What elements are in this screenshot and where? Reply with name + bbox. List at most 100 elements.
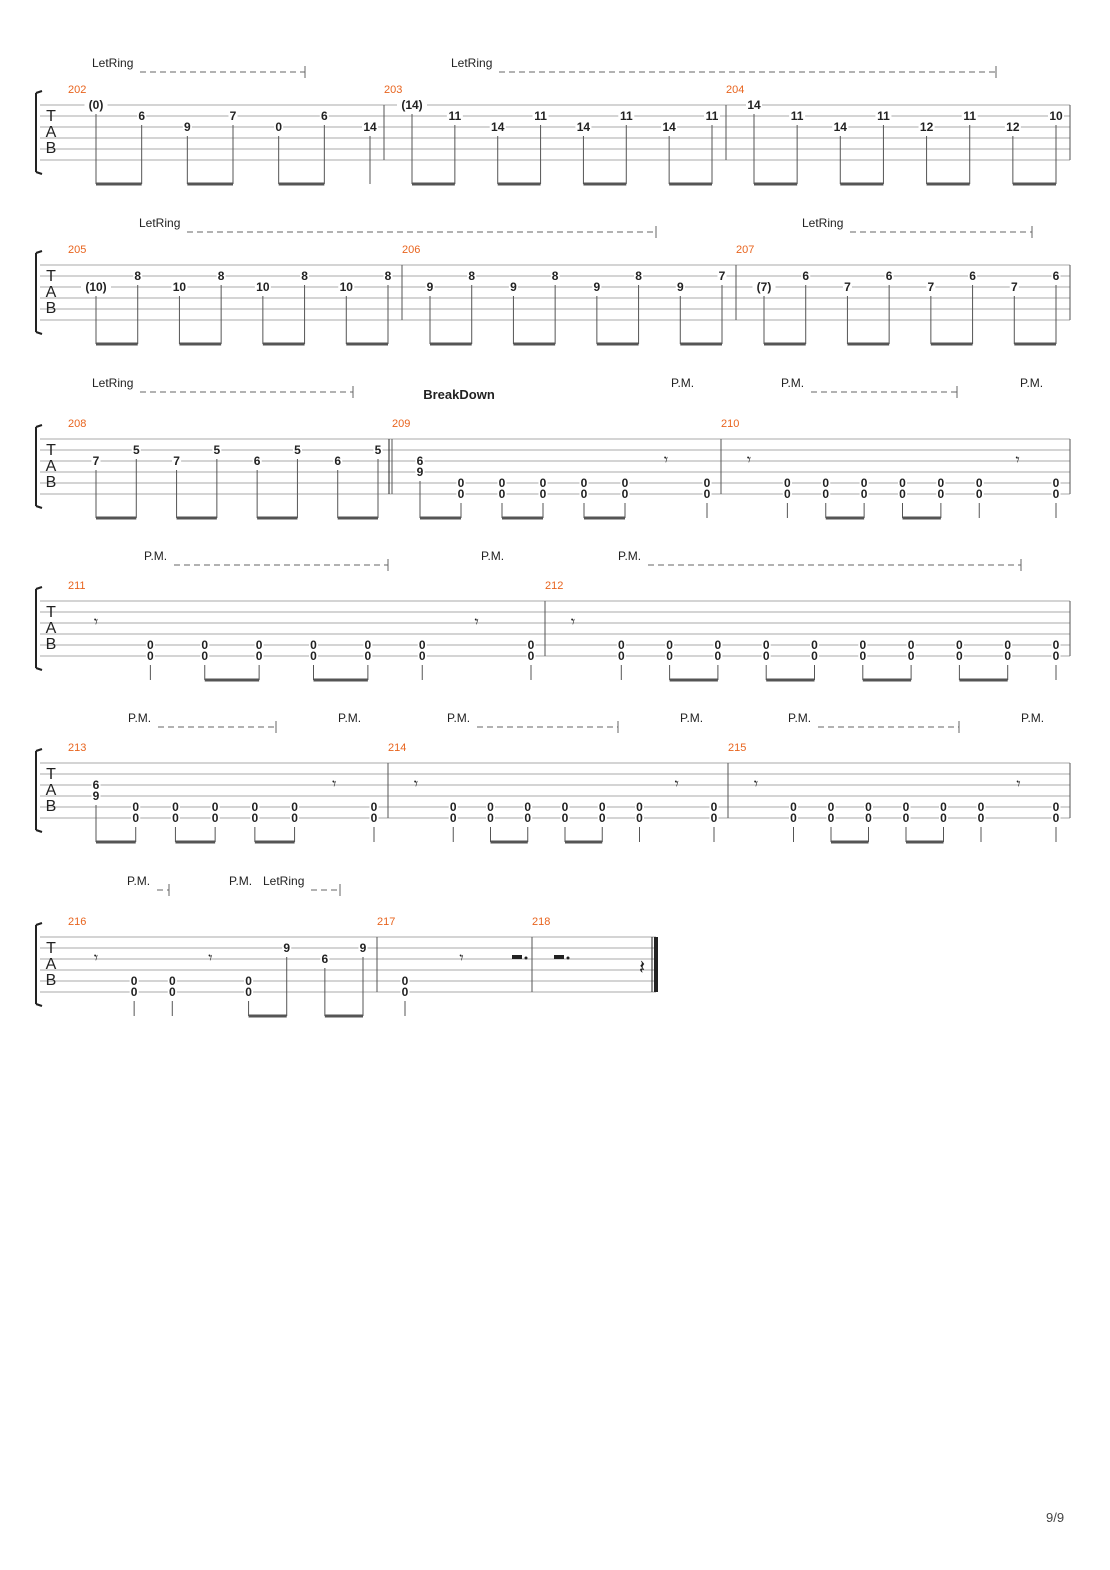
note-column: 8 [300,269,310,344]
fret-number: 8 [635,269,642,283]
note-column: 00 [309,638,318,680]
fret-bg [254,639,264,650]
fret-bg [661,121,678,132]
note-column: 00 [456,476,466,518]
fret-number: 14 [662,120,676,134]
fret-number: 0 [402,985,409,999]
palm-mute-label: P.M. [127,874,150,888]
fret-number: 0 [147,638,154,652]
fret-number: 14 [577,120,591,134]
fret-bg [821,477,831,488]
fret-bg [634,270,644,281]
fret-bg [826,801,836,812]
fret-number: 0 [458,476,465,490]
fret-bg [137,110,147,121]
fret-number: 0 [365,649,372,663]
fret-number: 9 [93,789,100,803]
note-column: 00 [417,638,427,680]
note-column: 00 [597,800,607,842]
fret-number: 0 [147,649,154,663]
fret-bg [448,801,458,812]
tab-clef-letter: B [46,474,57,491]
palm-mute-label: P.M. [618,549,641,563]
fret-bg [369,812,379,823]
note-column: 9 [425,280,435,344]
fret-bg [620,477,630,488]
note-column: 11 [875,109,892,184]
fret-bg [129,975,139,986]
half-rest-dot [524,956,528,960]
fret-bg [333,455,343,466]
fret-bg [976,812,986,823]
let-ring-label: LetRing [802,216,843,230]
fret-number: 7 [1011,280,1018,294]
note-column: 10 [1048,109,1064,184]
fret-bg [618,110,635,121]
fret-bg [954,650,964,661]
note-column: 00 [810,638,819,680]
fret-number: 0 [790,800,797,814]
fret-bg [200,650,210,661]
fret-bg [842,281,852,292]
note-column: 𝄾 [332,776,336,793]
fret-number: 0 [256,649,263,663]
note-column: 00 [250,800,260,842]
fret-bg [532,110,549,121]
fret-number: 0 [450,800,457,814]
system-bracket [35,424,43,509]
tab-system: TABP.M.P.M.P.M.P.M.P.M.P.M.2136900000000… [35,711,1071,844]
fret-number: 14 [363,120,377,134]
fret-number: 0 [252,800,259,814]
fret-number: 0 [711,811,718,825]
note-column: 8 [467,269,477,344]
fret-bg [250,801,260,812]
note-column: 00 [145,638,155,680]
fret-number: 0 [861,487,868,501]
fret-number: 0 [458,487,465,501]
system-bracket [35,90,43,175]
fret-bg [858,639,868,650]
fret-number: 11 [963,109,976,123]
fret-bg [526,639,536,650]
note-column: (7) [752,280,776,344]
palm-mute-label: P.M. [447,711,470,725]
fret-number: 9 [360,941,367,955]
fret-number: 0 [540,476,547,490]
fret-number: 10 [1049,109,1063,123]
note-column [512,955,528,960]
fret-number: 7 [230,109,237,123]
tab-clef-letter: B [46,798,57,815]
note-column: 8 [383,269,393,344]
fret-number: 0 [1053,476,1060,490]
fret-bg [228,110,238,121]
fret-number: 0 [865,811,872,825]
note-column: 00 [1051,800,1061,842]
fret-bg [210,801,220,812]
fret-number: 0 [940,800,947,814]
note-column: 𝄾 [459,950,463,967]
fret-bg [746,99,762,110]
note-column: 11 [704,109,720,184]
fret-bg [400,975,410,986]
tab-clef-letter: A [46,458,57,475]
fret-bg [702,488,712,499]
fret-bg [290,812,300,823]
fret-bg [81,281,111,292]
note-column: 12 [918,120,935,184]
fret-number: 8 [134,269,141,283]
fret-bg [91,455,101,466]
fret-number: 0 [618,649,625,663]
fret-number: 0 [581,476,588,490]
fret-number: 0 [903,811,910,825]
fret-number: 11 [620,109,633,123]
note-column: 10 [338,280,355,344]
note-column: 11 [618,109,635,184]
fret-bg [309,650,318,661]
fret-bg [456,488,466,499]
fret-number: 0 [940,811,947,825]
note-column: 5 [292,443,302,518]
fret-bg [1003,639,1013,650]
